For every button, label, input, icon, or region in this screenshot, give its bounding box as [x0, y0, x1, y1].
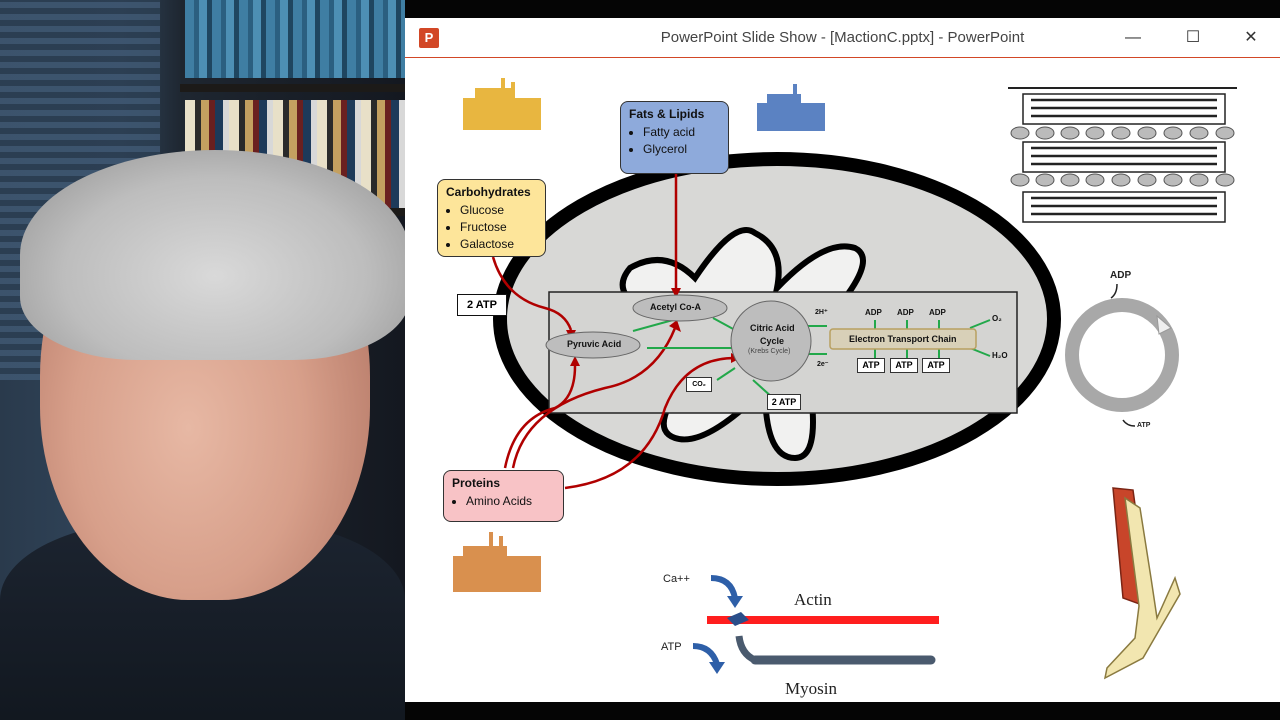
slide-canvas[interactable]: Carbohydrates Glucose Fructose Galactose…: [405, 58, 1280, 702]
factory-icon-blue: [757, 84, 825, 131]
myosin-label: Myosin: [785, 679, 837, 698]
proteins-title: Proteins: [452, 476, 501, 490]
window-title: PowerPoint Slide Show - [MactionC.pptx] …: [660, 29, 1025, 46]
fats-title: Fats & Lipids: [629, 107, 705, 121]
title-bar[interactable]: P PowerPoint Slide Show - [MactionC.pptx…: [405, 18, 1280, 58]
ring-adp-label: ADP: [1110, 270, 1132, 281]
factory-icon-orange: [453, 532, 541, 592]
muscle-atp-label: ATP: [661, 641, 682, 653]
sarcomere-diagram: [1008, 87, 1237, 223]
bottom-letterbox: [405, 702, 1280, 720]
slide-diagram: [453, 78, 1237, 680]
etc-bar: [829, 328, 977, 350]
cycle-label: Cycle: [760, 336, 785, 346]
powerpoint-window: P PowerPoint Slide Show - [MactionC.pptx…: [405, 18, 1280, 702]
top-letterbox: [405, 0, 1280, 18]
glycolysis-atp-box: 2 ATP: [457, 294, 507, 316]
oxygen-label: O₂: [992, 314, 1002, 323]
factory-icon-yellow: [463, 78, 541, 130]
carbs-item: Fructose: [460, 219, 537, 236]
carbohydrates-title: Carbohydrates: [446, 185, 531, 199]
e-minus-label: 2e⁻: [817, 361, 829, 368]
etc-atp-box: ATP: [922, 358, 950, 373]
fats-item: Glycerol: [643, 141, 720, 158]
fats-lipids-box: Fats & Lipids Fatty acid Glycerol: [620, 101, 729, 174]
proteins-box: Proteins Amino Acids: [443, 470, 564, 522]
ring-atp-label: ATP: [1137, 422, 1151, 429]
adp-label-2: ADP: [897, 308, 914, 317]
pyruvic-acid-oval: [545, 331, 641, 359]
pyruvic-acid-label: Pyruvic Acid: [567, 339, 622, 349]
etc-label: Electron Transport Chain: [849, 334, 957, 344]
etc-atp-box: ATP: [890, 358, 918, 373]
carbs-item: Glucose: [460, 202, 537, 219]
adp-atp-ring: [1065, 283, 1179, 427]
green-arrows: [632, 317, 991, 399]
citric-acid-cycle-circle: [730, 300, 812, 382]
shelf: [180, 84, 405, 92]
powerpoint-app-icon[interactable]: P: [419, 28, 439, 48]
adp-label-1: ADP: [865, 308, 882, 317]
arm-muscle-illustration: [1103, 487, 1181, 680]
co2-box: CO₂: [686, 377, 712, 392]
calcium-label: Ca++: [663, 573, 690, 585]
citric-acid-label: Citric Acid: [750, 323, 795, 333]
proteins-item: Amino Acids: [466, 493, 555, 510]
person-hair: [20, 150, 405, 360]
fats-item: Fatty acid: [643, 124, 720, 141]
bookshelf-row: [185, 0, 405, 78]
h-plus-label: 2H⁺: [815, 309, 828, 316]
minimize-button[interactable]: —: [1125, 29, 1141, 46]
webcam-feed: [0, 0, 405, 720]
carbohydrates-box: Carbohydrates Glucose Fructose Galactose: [437, 179, 546, 257]
krebs-label: (Krebs Cycle): [748, 348, 791, 355]
actin-myosin-diagram: [692, 575, 939, 674]
red-arrows: [491, 174, 736, 490]
acetyl-coa-label: Acetyl Co-A: [650, 302, 702, 312]
water-label: H₂O: [992, 351, 1008, 360]
adp-label-3: ADP: [929, 308, 946, 317]
krebs-atp-box: 2 ATP: [767, 394, 801, 410]
acetyl-coa-oval: [632, 294, 728, 322]
etc-atp-box: ATP: [857, 358, 885, 373]
close-button[interactable]: ✕: [1244, 29, 1258, 46]
carbs-item: Galactose: [460, 236, 537, 253]
maximize-button[interactable]: ☐: [1185, 29, 1201, 46]
actin-label: Actin: [794, 590, 832, 609]
